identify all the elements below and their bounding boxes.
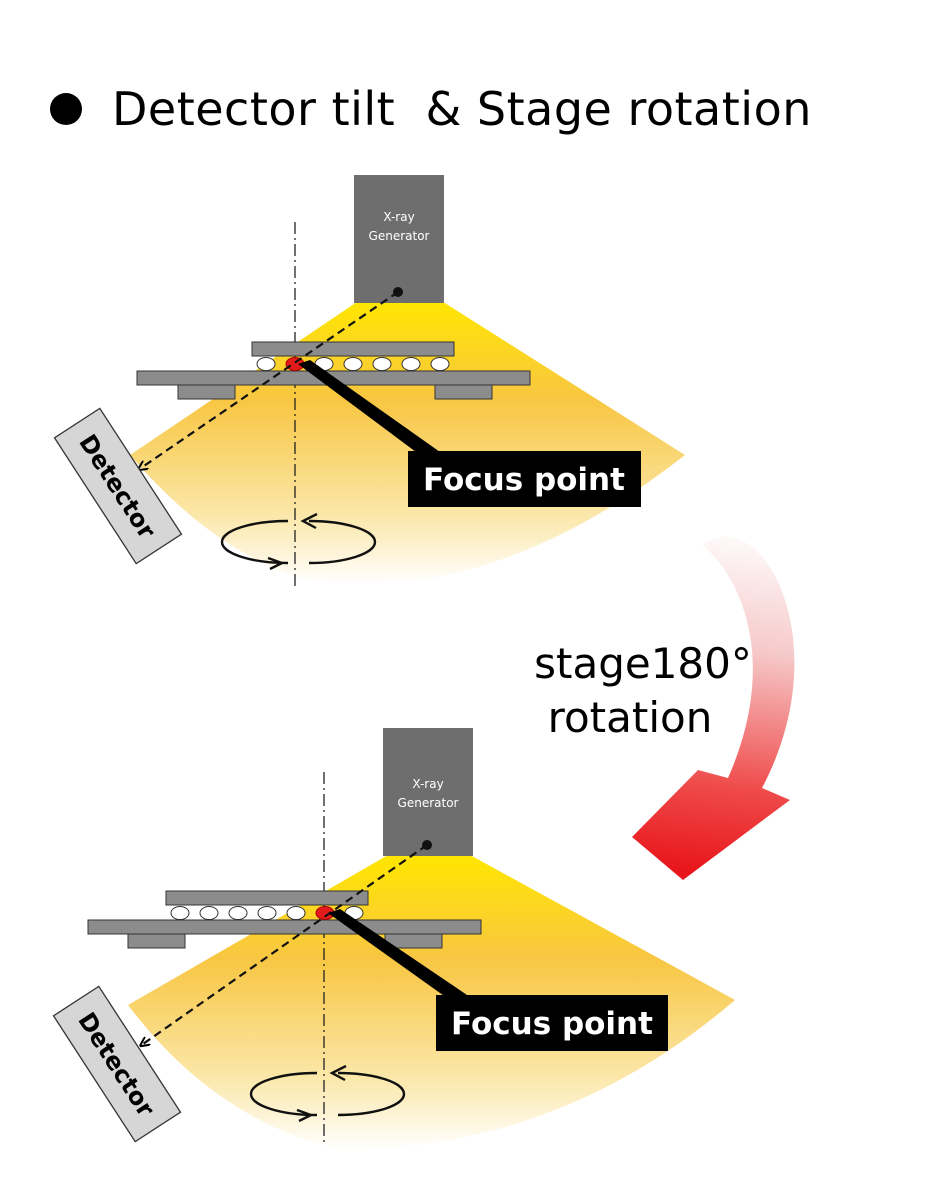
sample-board [251, 341, 455, 357]
stage-support-left [127, 933, 186, 949]
focus-label: Focus point [451, 1006, 653, 1042]
focus-callout-pointer [298, 360, 440, 458]
beam-path [143, 844, 428, 1044]
rotation-note-line1: stage180° [534, 639, 752, 688]
stage-support-right [434, 384, 493, 400]
stage-rotation-arrow [249, 1064, 406, 1123]
focus-label-box [436, 995, 668, 1051]
focus-label-box [408, 451, 641, 507]
focus-callout-pointer [328, 909, 470, 1003]
rotation-note-line2: rotation [548, 693, 713, 742]
generator-label-line2: Generator [369, 229, 430, 243]
generator-label-line1: X-ray [383, 210, 414, 224]
sample-board [165, 890, 369, 906]
generator-label-line2: Generator [398, 796, 459, 810]
generator-label-line1: X-ray [412, 777, 443, 791]
bottom-view: X-ray Generator Focus point Detector [52, 728, 735, 1150]
xray-generator [383, 728, 473, 856]
xray-generator [354, 175, 444, 303]
rotation-curved-arrow [632, 536, 795, 880]
stage-plate [87, 919, 482, 935]
title-bullet [50, 93, 82, 125]
title: Detector tilt & Stage rotation [50, 82, 812, 136]
title-text: Detector tilt & Stage rotation [112, 82, 812, 136]
focus-label: Focus point [423, 462, 625, 498]
solder-balls [170, 906, 364, 920]
stage-rotation-arrow [220, 512, 377, 571]
detector: Detector [52, 985, 182, 1143]
top-view: X-ray Generator Focus point Detector [53, 175, 685, 588]
stage-support-left [177, 384, 236, 400]
